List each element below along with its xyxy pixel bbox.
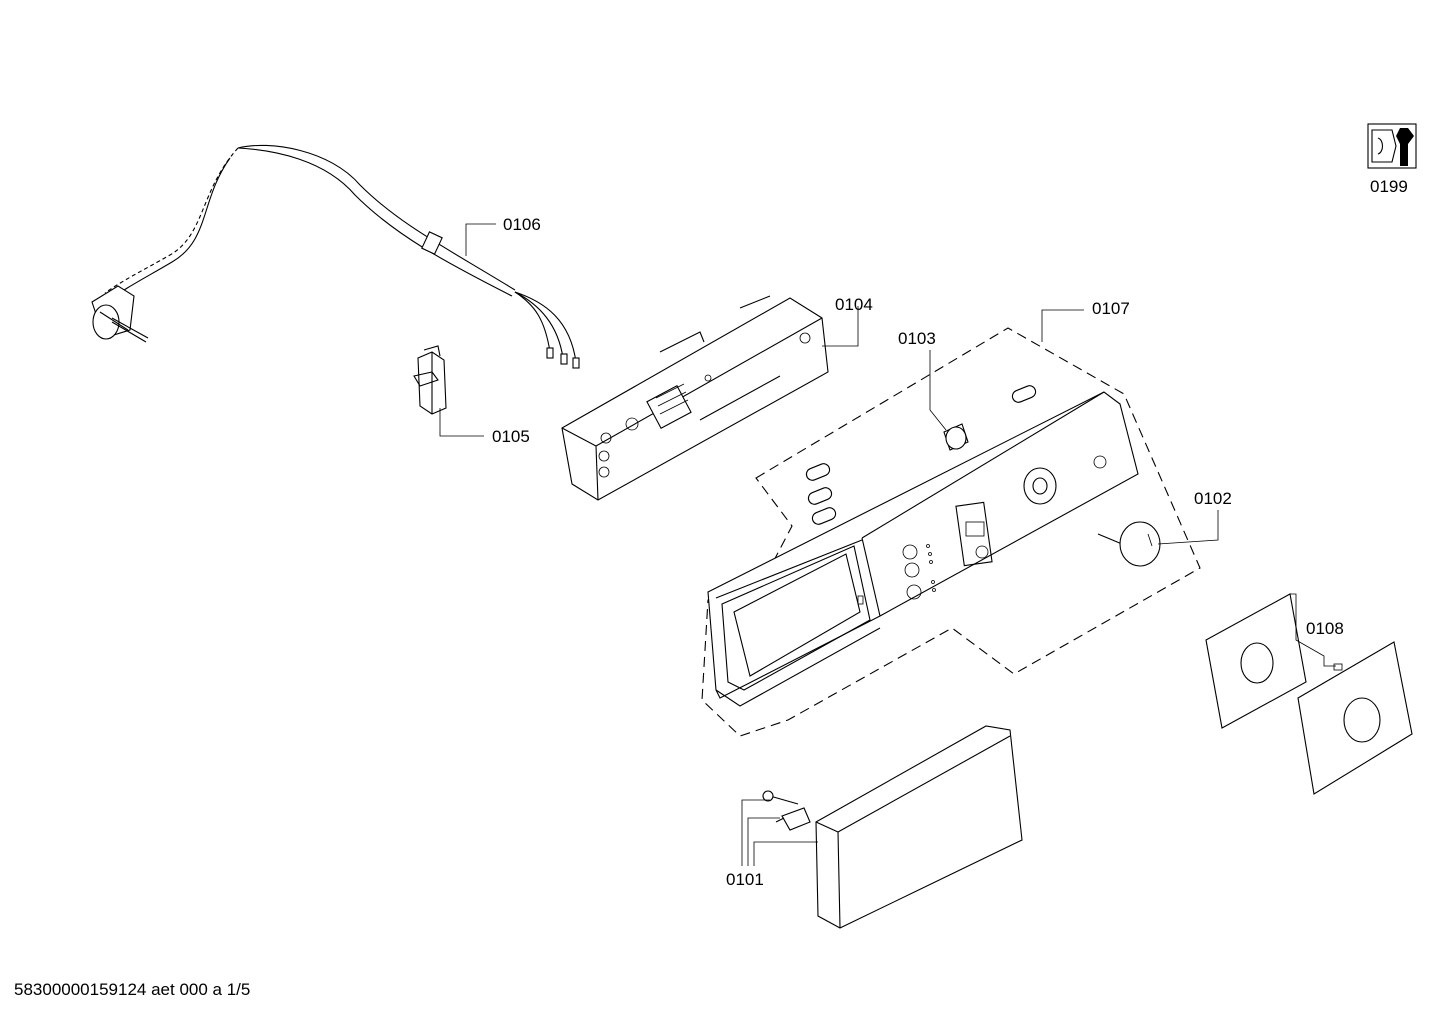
part-0105-cable-clip[interactable]: [413, 345, 447, 415]
part-0104-control-module[interactable]: [561, 295, 829, 501]
callout-0105: 0105: [492, 427, 530, 446]
callout-0102: 0102: [1194, 489, 1232, 508]
part-0102-knob[interactable]: [1097, 521, 1161, 567]
part-0108-decor-plates[interactable]: [1205, 593, 1413, 795]
light-pipes[interactable]: [805, 384, 1038, 526]
fascia-panel[interactable]: [707, 391, 1139, 707]
document-code: 58300000159124 aet 000 a 1/5: [14, 980, 251, 999]
callout-0106: 0106: [503, 215, 541, 234]
part-0103-button[interactable]: [943, 423, 969, 451]
callout-0104: 0104: [835, 295, 873, 314]
part-0101-drawer-handle[interactable]: [762, 725, 1023, 929]
service-wrench-icon[interactable]: [1367, 123, 1417, 169]
part-0106-mains-cable[interactable]: [91, 144, 580, 369]
callout-0103: 0103: [898, 329, 936, 348]
callout-0101: 0101: [726, 870, 764, 889]
callout-0108: 0108: [1306, 619, 1344, 638]
callout-0107: 0107: [1092, 299, 1130, 318]
callout-0199: 0199: [1370, 177, 1408, 196]
